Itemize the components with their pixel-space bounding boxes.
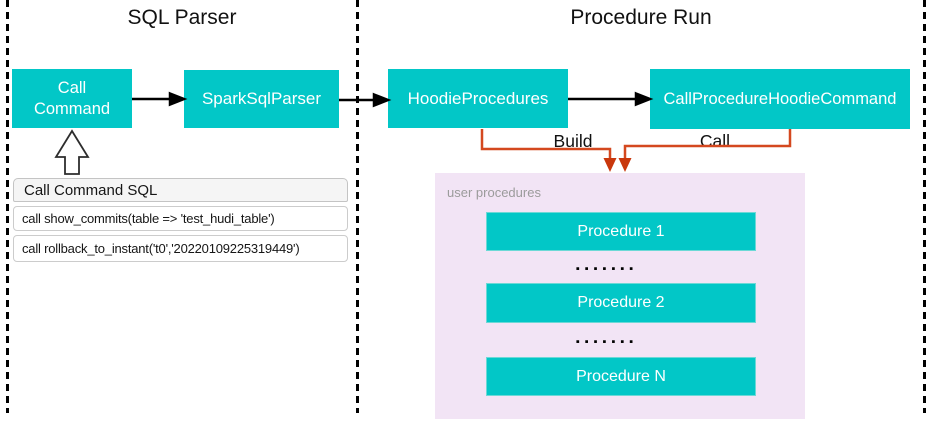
node-call-procedure-hoodie-command: CallProcedureHoodieCommand [650, 69, 910, 129]
node-procedure-n-label: Procedure N [576, 367, 666, 385]
dashed-border-middle [356, 0, 359, 413]
arrowhead-to-hoodie [372, 92, 392, 108]
orange-arrowhead-call [618, 158, 632, 172]
hollow-up-arrow [54, 129, 90, 175]
sql-panel-title: Call Command SQL [24, 181, 158, 199]
node-call-procedure-hoodie-command-label: CallProcedureHoodieCommand [663, 89, 897, 108]
node-call-command-label: Call Command [33, 78, 111, 118]
user-procedures-panel: user procedures Procedure 1 ▪▪▪▪▪▪▪ Proc… [435, 173, 805, 419]
node-procedure-1: Procedure 1 [486, 212, 756, 251]
sql-panel-header: Call Command SQL [13, 178, 348, 202]
node-procedure-2: Procedure 2 [486, 283, 756, 323]
node-procedure-1-label: Procedure 1 [577, 222, 665, 240]
ellipsis-dots: ▪▪▪▪▪▪▪ [575, 336, 639, 348]
sql-example-text: call show_commits(table => 'test_hudi_ta… [22, 211, 275, 226]
arrowhead-to-parser [168, 91, 188, 107]
sql-example-text: call rollback_to_instant('t0','202201092… [22, 241, 300, 256]
section-title-procedure-run: Procedure Run [570, 6, 712, 29]
node-hoodie-procedures-label: HoodieProcedures [407, 88, 549, 108]
node-procedure-n: Procedure N [486, 357, 756, 396]
edge-label-call: Call [699, 131, 731, 151]
section-title-sql-parser: SQL Parser [127, 6, 237, 29]
orange-arrowhead-build [603, 158, 617, 172]
dashed-border-left [6, 0, 9, 413]
node-call-command: Call Command [12, 69, 132, 128]
sql-example-row: call show_commits(table => 'test_hudi_ta… [13, 206, 348, 231]
node-hoodie-procedures: HoodieProcedures [388, 69, 568, 128]
node-spark-sql-parser: SparkSqlParser [184, 70, 339, 128]
sql-example-row: call rollback_to_instant('t0','202201092… [13, 235, 348, 262]
user-procedures-label: user procedures [447, 185, 541, 200]
edge-label-build: Build [553, 131, 593, 151]
arrowhead-to-callproc [634, 91, 654, 107]
dashed-border-right [923, 0, 926, 413]
node-spark-sql-parser-label: SparkSqlParser [201, 89, 322, 109]
node-procedure-2-label: Procedure 2 [577, 294, 665, 311]
ellipsis-dots: ▪▪▪▪▪▪▪ [575, 263, 639, 275]
